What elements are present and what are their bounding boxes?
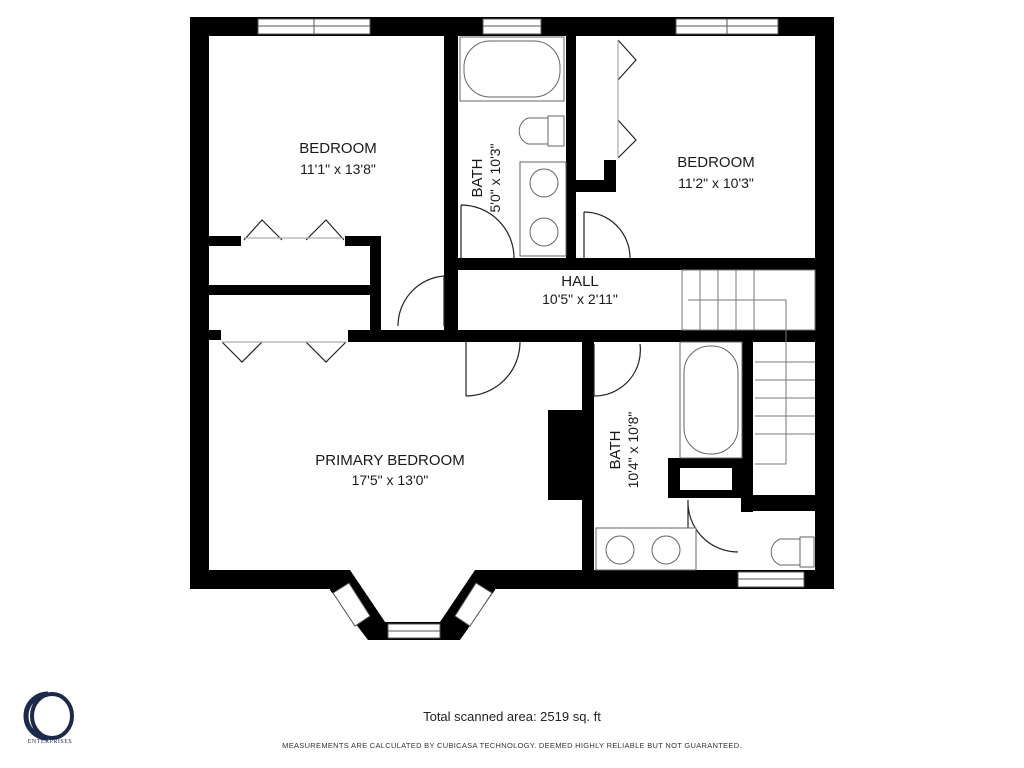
room-name-primary-bedroom: PRIMARY BEDROOM — [315, 452, 464, 469]
closet-doors — [221, 39, 637, 363]
room-name-bedroom-ne: BEDROOM — [677, 154, 755, 171]
outer-walls — [190, 17, 834, 640]
room-dims-primary-bedroom: 17'5" x 13'0" — [352, 472, 429, 488]
stairs — [681, 269, 816, 465]
company-logo-icon — [23, 691, 74, 741]
room-name-hall: HALL — [561, 273, 599, 290]
room-labels: BEDROOM 11'1" x 13'8" BATH 5'0" x 10'3" … — [299, 140, 755, 488]
room-dims-bedroom-nw: 11'1" x 13'8" — [300, 161, 376, 177]
room-name-bedroom-nw: BEDROOM — [299, 140, 377, 157]
room-dims-bath-lower: 10'4" x 10'8" — [625, 412, 641, 489]
room-name-bath-lower: BATH — [607, 431, 624, 470]
logo-brand-text: ENTERPRISES — [27, 739, 73, 745]
room-dims-bedroom-ne: 11'2" x 10'3" — [678, 175, 754, 191]
room-name-bath-upper: BATH — [469, 159, 486, 198]
disclaimer-text: MEASUREMENTS ARE CALCULATED BY CUBICASA … — [282, 741, 742, 750]
total-area-caption: Total scanned area: 2519 sq. ft — [0, 709, 1024, 724]
room-dims-bath-upper: 5'0" x 10'3" — [487, 143, 503, 212]
windows — [257, 18, 805, 639]
room-dims-hall: 10'5" x 2'11" — [542, 291, 618, 307]
doors — [397, 204, 739, 553]
interior-walls — [209, 36, 826, 570]
fixtures — [459, 36, 815, 571]
total-area-text: Total scanned area: 2519 sq. ft — [423, 709, 601, 724]
